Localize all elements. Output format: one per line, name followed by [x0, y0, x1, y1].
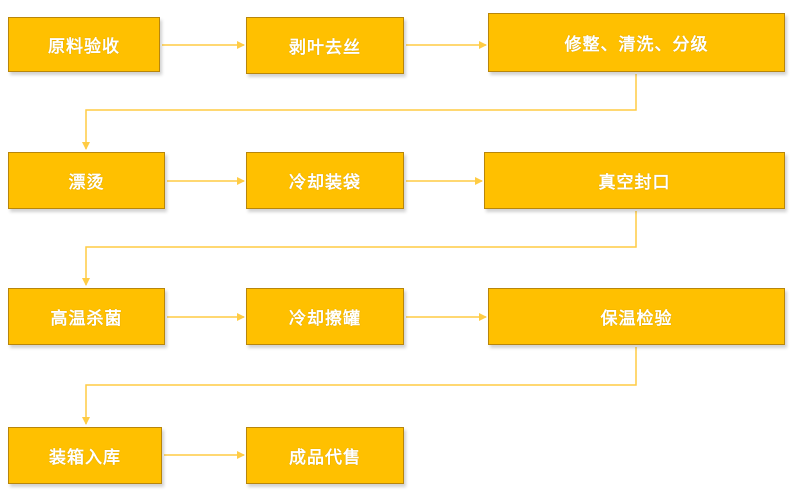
step-label: 漂烫: [68, 173, 105, 193]
step-box: 成品代售: [246, 427, 404, 484]
step-label: 成品代售: [289, 448, 361, 468]
step-box: 装箱入库: [8, 427, 162, 484]
step-label: 保温检验: [600, 309, 673, 329]
step-box: 真空封口: [484, 152, 785, 209]
step-label: 冷却擦罐: [289, 309, 361, 329]
step-label: 修整、清洗、分级: [564, 35, 709, 55]
step-box: 剥叶去丝: [246, 17, 404, 74]
arrow-9-10: [82, 347, 637, 425]
arrow-6-7: [82, 211, 637, 286]
step-label: 真空封口: [598, 173, 671, 193]
arrow-3-4: [82, 74, 637, 150]
step-label: 装箱入库: [49, 448, 121, 468]
step-box: 保温检验: [488, 288, 785, 345]
step-box: 冷却装袋: [246, 152, 404, 209]
step-box: 修整、清洗、分级: [488, 13, 785, 72]
step-box: 漂烫: [8, 152, 165, 209]
step-box: 原料验收: [8, 17, 160, 72]
step-label: 高温杀菌: [50, 309, 123, 329]
step-label: 原料验收: [48, 37, 120, 57]
step-label: 剥叶去丝: [289, 38, 361, 58]
step-box: 冷却擦罐: [246, 288, 404, 345]
step-label: 冷却装袋: [289, 173, 361, 193]
step-box: 高温杀菌: [8, 288, 165, 345]
